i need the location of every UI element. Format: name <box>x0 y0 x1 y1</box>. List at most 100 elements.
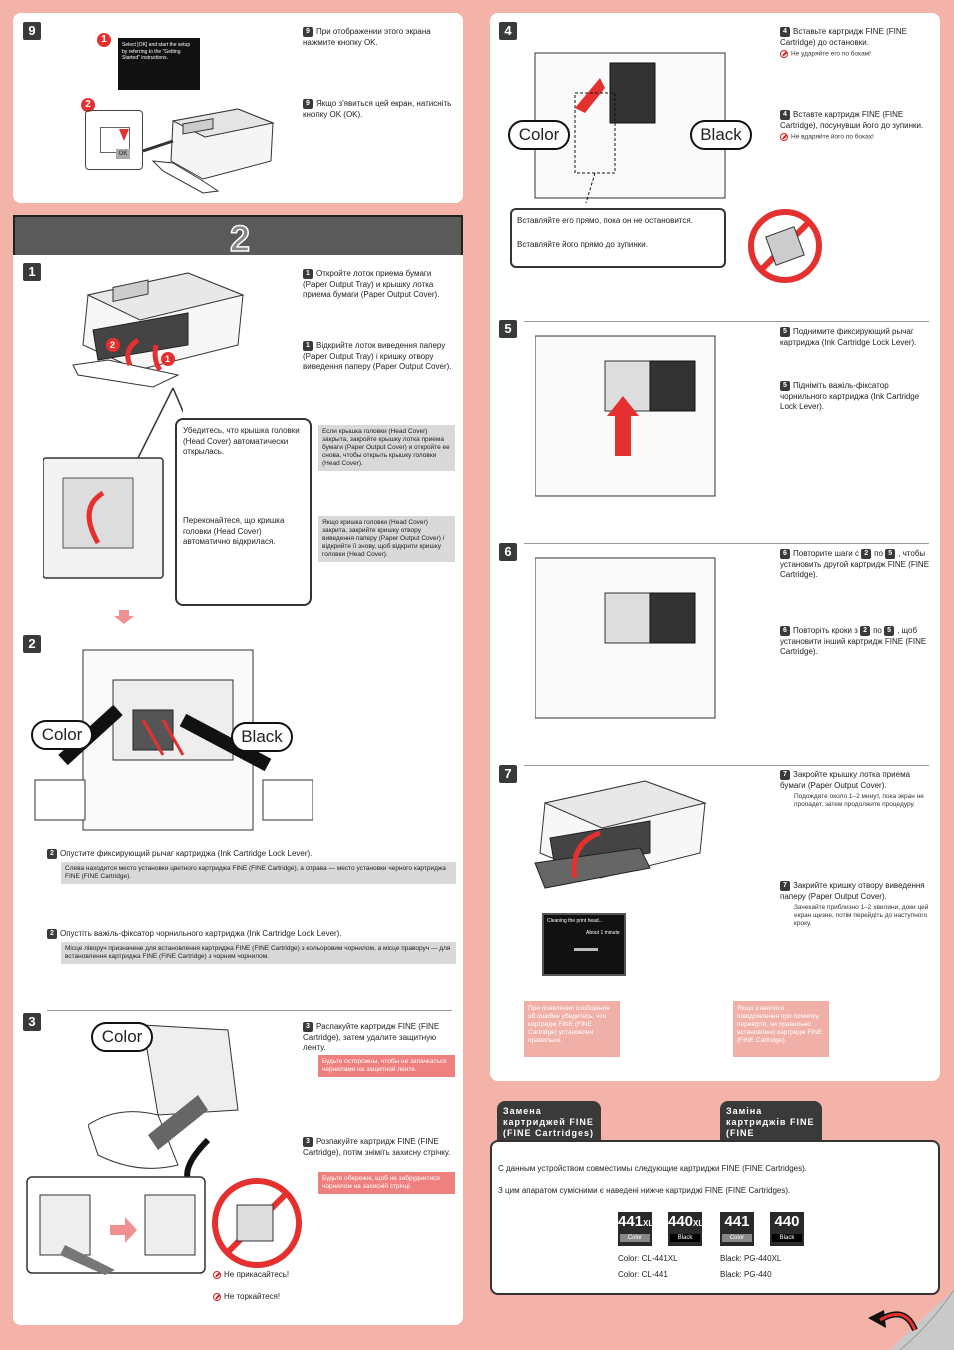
tape-removal-illustration <box>88 1024 239 1180</box>
prohibited-icon <box>213 1270 221 1279</box>
s6-ru-a: Повторите шаги с <box>793 549 859 559</box>
printer-open-illustration: 2 1 <box>72 272 245 388</box>
step-number: 1 <box>23 263 41 281</box>
printer-illustration <box>143 108 275 194</box>
note-ru: Если крышка головки (Head Cover) закрыта… <box>318 425 455 471</box>
callout-1: 1 <box>97 33 111 47</box>
s7-ru-sub: Подождите около 1–2 минут, пока экран не… <box>794 793 924 809</box>
page-turn-icon[interactable] <box>860 1290 954 1350</box>
badge-1: 1 <box>165 354 170 364</box>
divider <box>524 543 929 544</box>
no-touch-ru-text: Не прикасайтесь! <box>224 1270 290 1279</box>
cart-color: Color <box>620 1234 650 1242</box>
mini-step: 5 <box>780 327 790 337</box>
prohibited-icon <box>780 133 788 142</box>
box-uk: Вставляйте його прямо до зупинки. <box>517 240 648 249</box>
s4-ru-warn: Не ударяйте его по бокам! <box>791 50 871 58</box>
box-ru: Вставляйте его прямо, пока он не останов… <box>517 216 693 225</box>
mini-step: 1 <box>303 269 313 279</box>
section-2-header: 2 <box>13 215 463 259</box>
black-label: Black <box>231 722 293 752</box>
replace-panel: С данным устройством совместимы следующи… <box>490 1140 940 1295</box>
both-cartridges-illustration <box>535 557 716 719</box>
step-number: 7 <box>499 765 517 783</box>
mini-step: 9 <box>303 27 313 37</box>
step9-uk-text: Якщо з'явиться цей екран, натисніть кноп… <box>303 99 452 119</box>
s6-ru-b: по <box>874 549 883 559</box>
mini-step: 4 <box>780 110 790 120</box>
mini-step: 2 <box>47 849 57 859</box>
color-label: Color <box>91 1022 153 1052</box>
divider <box>47 1010 452 1011</box>
callout-uk: Переконайтеся, що кришка головки (Head C… <box>183 516 285 546</box>
cart-number: 440 <box>774 1213 800 1230</box>
model-color-2: Color: CL-441 <box>618 1270 668 1279</box>
s6-uk-b: по <box>873 626 882 636</box>
mini-step: 6 <box>780 626 790 636</box>
callout-2: 2 <box>81 98 95 112</box>
s6-ru-c: , чтобы установить другой картридж FINE … <box>780 549 930 580</box>
mini-step: 2 <box>860 626 871 636</box>
step9-ru-text: При отображении этого экрана нажмите кно… <box>303 27 431 47</box>
step-number: 2 <box>23 635 41 653</box>
close-cover-illustration <box>534 780 707 889</box>
cart-number: 441 <box>618 1213 644 1230</box>
cart-color: Black <box>670 1234 700 1242</box>
replace-tab-ru: Замена картриджей FINE (FINE Cartridges) <box>497 1101 601 1144</box>
mini-step: 2 <box>861 549 872 559</box>
mini-step: 2 <box>47 929 57 939</box>
mini-step: 5 <box>884 626 895 636</box>
insert-cartridge-illustration <box>534 52 726 203</box>
mini-step: 5 <box>780 381 790 391</box>
cartridge-slots-illustration <box>34 649 313 831</box>
no-touch-uk: Не торкайтеся! <box>213 1292 280 1303</box>
mini-step: 3 <box>303 1022 313 1032</box>
divider <box>524 765 929 766</box>
s3-ru-warn: Будьте осторожны, чтобы не запачкаться ч… <box>318 1055 455 1077</box>
prohibited-tilt-icon <box>748 209 822 283</box>
insert-straight-box: Вставляйте его прямо, пока он не останов… <box>510 208 726 268</box>
mini-step: 4 <box>780 27 790 37</box>
cart-number: 441 <box>724 1213 750 1230</box>
model-color-1: Color: CL-441XL <box>618 1254 678 1263</box>
s6-uk-c: , щоб установити інший картридж FINE (FI… <box>780 626 927 657</box>
s2-uk-text: Опустіть важіль-фіксатор чорнильного кар… <box>60 929 342 939</box>
s1-uk-text: Відкрийте лоток виведення паперу (Paper … <box>303 341 452 372</box>
cleaning-screen: Cleaning the print head... About 1 minut… <box>542 913 626 976</box>
cart-color: Black <box>772 1234 802 1242</box>
s5-uk-text: Підніміть важіль-фіксатор чорнильного ка… <box>780 381 920 412</box>
color-label: Color <box>508 120 570 150</box>
s7-ru-text: Закройте крышку лотка приема бумаги (Pap… <box>780 770 911 790</box>
s6-uk-a: Повторіть кроки з <box>793 626 858 636</box>
mini-step: 5 <box>885 549 896 559</box>
color-label: Color <box>31 720 93 750</box>
callout-ru: Убедитесь, что крышка головки (Head Cove… <box>183 426 300 456</box>
model-black-2: Black: PG-440 <box>720 1270 772 1279</box>
arrow-down-icon <box>119 129 129 141</box>
s2-ru-note: Слева находится место установки цветного… <box>61 862 456 884</box>
cart-suffix: XL <box>693 1219 704 1228</box>
s3-ru-text: Распакуйте картридж FINE (FINE Cartridge… <box>303 1022 440 1053</box>
s4-uk-text: Вставте картридж FINE (FINE Cartridge), … <box>780 110 924 130</box>
head-cover-callout: Убедитесь, что крышка головки (Head Cove… <box>175 418 312 606</box>
s3-uk-warn: Будьте обережні, щоб не забруднитися чор… <box>318 1172 455 1194</box>
s2-ru-text: Опустите фиксирующий рычаг картриджа (In… <box>60 849 313 859</box>
error-note-ru: При появлении сообщения об ошибке убедит… <box>524 1000 620 1057</box>
